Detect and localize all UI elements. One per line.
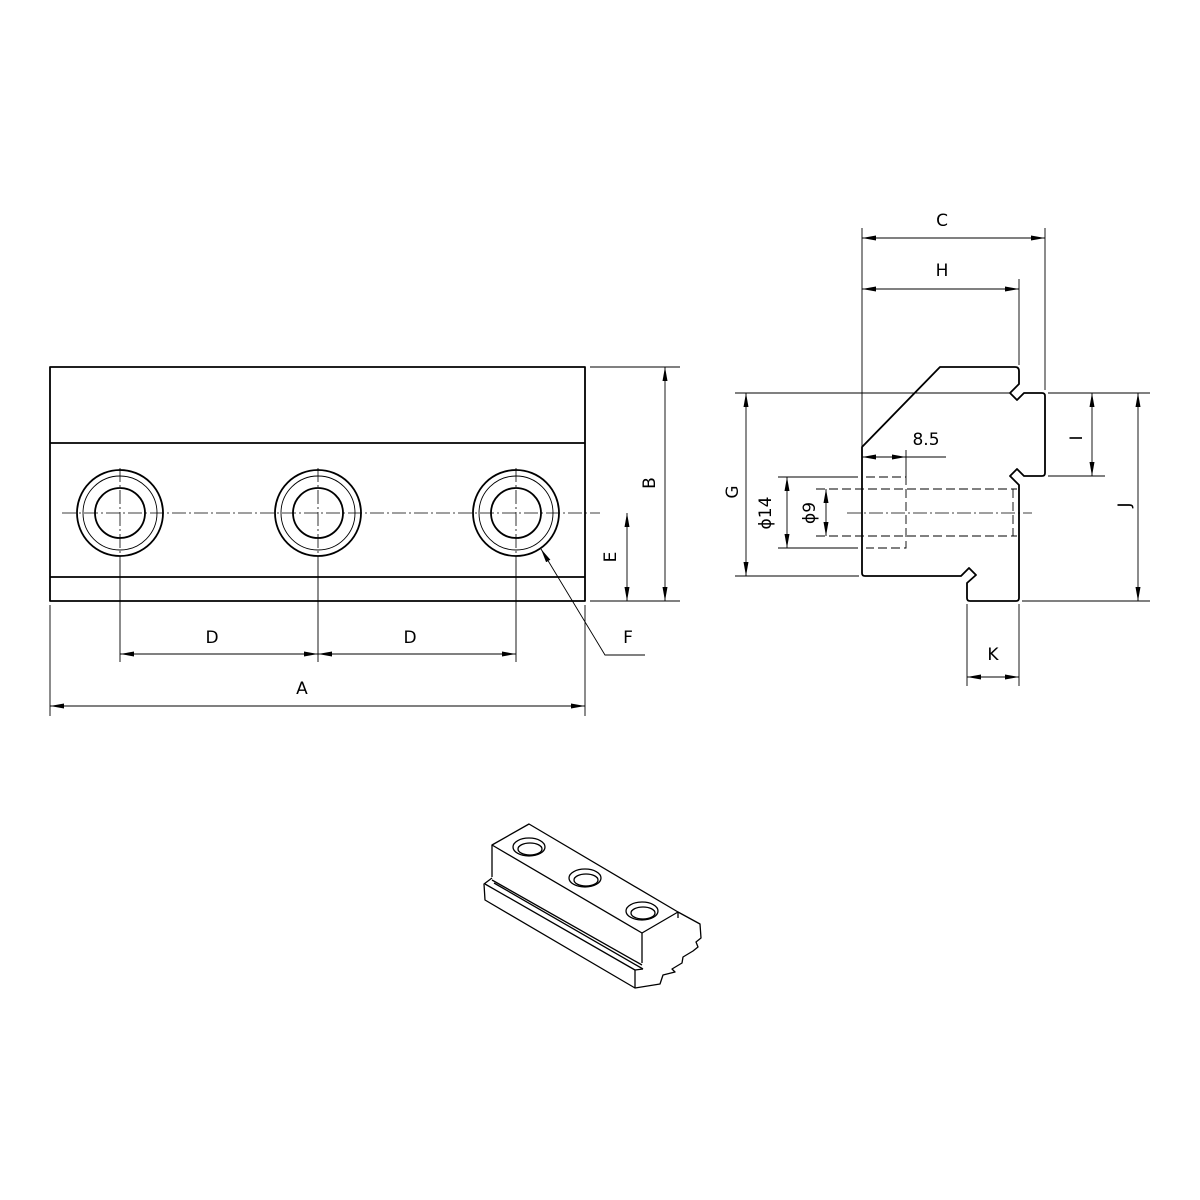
dim-f-label: F xyxy=(623,628,633,648)
dim-d-label: D xyxy=(205,628,218,648)
dim-counterbore-dia-label: ϕ14 xyxy=(756,497,776,530)
front-view: D D A B E F xyxy=(49,366,680,716)
dim-hole-dia-label: ϕ9 xyxy=(800,502,820,524)
dim-k-label: K xyxy=(987,645,999,665)
dim-b-label: B xyxy=(640,477,660,489)
dim-i-label: I xyxy=(1067,435,1087,440)
side-view: C H G ϕ14 ϕ9 8.5 I J K xyxy=(723,211,1150,686)
dim-h-label: H xyxy=(936,261,949,281)
isometric-view xyxy=(483,823,702,989)
dim-j-label: J xyxy=(1115,502,1135,508)
dim-d-label: D xyxy=(403,628,416,648)
front-outline xyxy=(49,366,586,602)
dim-e-label: E xyxy=(601,552,621,563)
dim-g-label: G xyxy=(723,485,743,498)
dim-counterbore-depth-label: 8.5 xyxy=(912,430,939,450)
side-profile xyxy=(861,366,1046,602)
dim-a-label: A xyxy=(296,679,308,699)
dim-c-label: C xyxy=(936,211,948,231)
iso-holes xyxy=(512,837,659,921)
